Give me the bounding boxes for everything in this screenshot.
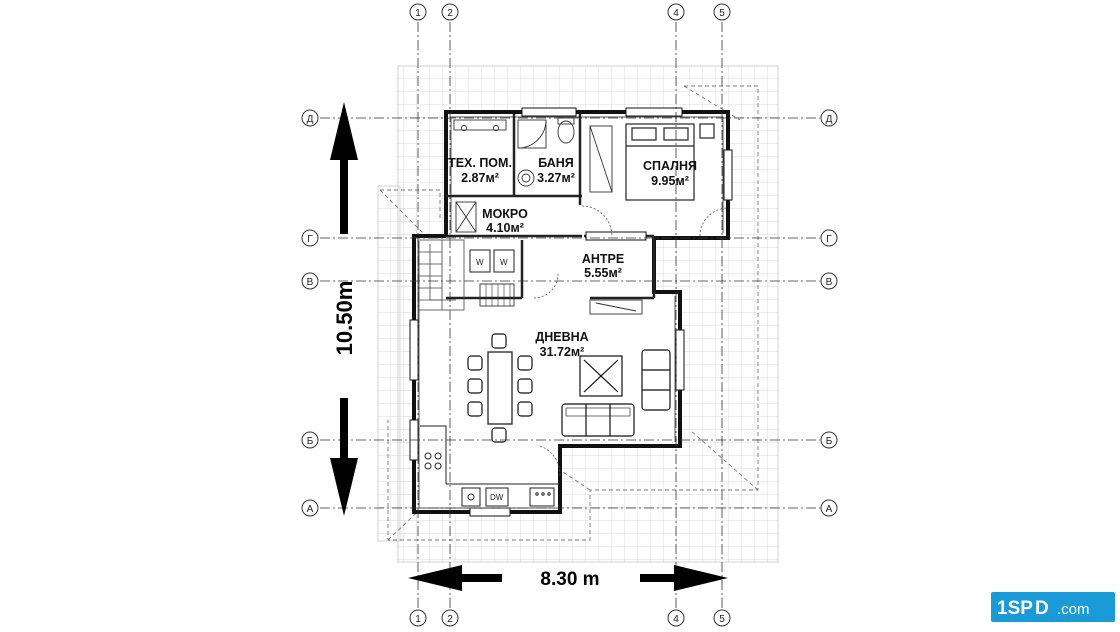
grid-label-1-bottom: 1 [415,614,421,625]
washing-machines: W W [469,249,515,307]
bathroom-fixtures [517,117,613,193]
room-area-bath: 3.27м² [537,171,575,185]
grid-label-D-right: Д [826,114,833,125]
grid-bubbles-left: Д Г В Б А [301,109,319,517]
room-area-laundry: 4.10м² [486,221,524,235]
sofa-set [561,349,671,437]
grid-label-4-top: 4 [673,8,679,19]
tech-room-fixtures [453,119,507,233]
grid-label-A-left: А [307,504,314,515]
grid-label-D-left: Д [307,114,314,125]
windows [409,107,733,517]
dishwasher-label: DW [490,493,504,502]
grid-label-B-left: Б [307,436,314,447]
dining-set [467,333,533,443]
logo-text-a: 1SP [997,598,1033,619]
grid-bubbles-top: 1 2 4 5 [409,3,731,21]
room-area-tech: 2.87м² [461,171,499,185]
room-area-hall: 5.55м² [584,266,622,280]
grid-label-4-bottom: 4 [673,614,679,625]
grid-label-A-right: А [826,504,833,515]
grid-label-1-top: 1 [415,8,421,19]
entry-wardrobe [589,299,643,315]
room-name-laundry: МОКРО [482,207,528,221]
grid-label-5-bottom: 5 [719,614,725,625]
room-name-bedroom: СПАЛНЯ [643,159,697,173]
grid-label-V-right: В [826,277,833,288]
grid-label-2-top: 2 [447,8,453,19]
grid-label-V-left: В [307,277,314,288]
kitchen-counter [420,425,560,507]
logo-text-b: D [1035,598,1049,619]
height-dimension-arrows [330,102,358,516]
width-dimension-arrows [408,565,728,591]
door-swings [533,205,729,477]
grid-label-B-right: Б [826,436,833,447]
grid-label-G-left: Г [307,234,313,245]
washer-label-2: W [500,258,508,267]
washer-label-1: W [476,258,484,267]
room-labels: ТЕХ. ПОМ. 2.87м² БАНЯ 3.27м² СПАЛНЯ 9.95… [448,156,697,359]
room-name-living: ДНЕВНА [535,330,588,344]
exterior-walls [412,110,730,514]
height-dimension-label: 10.50m [332,281,357,356]
width-dimension-label: 8.30 m [540,569,599,590]
grid-bubbles-right: Д Г В Б А [820,109,838,517]
grid-label-5-top: 5 [719,8,725,19]
room-area-bedroom: 9.95м² [651,174,689,188]
room-name-tech: ТЕХ. ПОМ. [448,156,512,170]
room-name-bath: БАНЯ [538,156,574,170]
grid-bubbles-bottom: 1 2 4 5 [409,609,731,627]
grid-label-2-bottom: 2 [447,614,453,625]
site-logo: 1SP D .com [991,592,1115,622]
grid-label-G-right: Г [826,234,832,245]
room-area-living: 31.72м² [540,345,585,359]
logo-text-c: .com [1057,601,1090,618]
grid-lines [320,22,820,608]
room-name-hall: АНТРЕ [582,252,624,266]
